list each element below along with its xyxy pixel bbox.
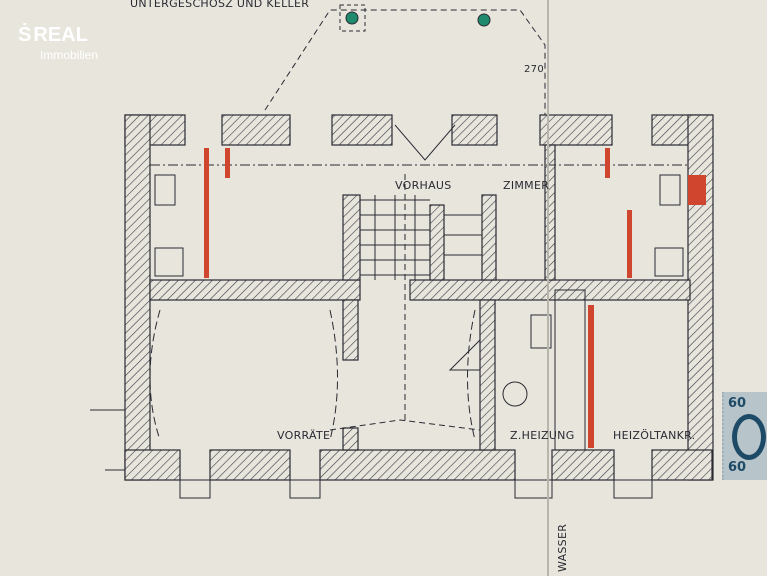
plan-title: UNTERGESCHOSZ UND KELLER — [130, 0, 310, 10]
green-markers — [339, 4, 491, 32]
stamp-value-bottom: 60 — [728, 460, 747, 475]
room-label-vorraete: VORRÄTE — [277, 429, 331, 442]
room-label-tank: HEIZÖLTANKR. — [613, 429, 696, 442]
logo-brand: REAL — [33, 24, 88, 46]
logo-sub: Immobilien — [40, 48, 99, 62]
room-label-heizung: Z.HEIZUNG — [510, 429, 575, 442]
walls — [124, 114, 714, 481]
drawing-lines — [90, 0, 688, 576]
stamp-seal — [732, 414, 766, 460]
dimension-label: 270 — [524, 64, 544, 75]
revenue-stamp: 60 60 — [722, 392, 767, 480]
red-markings — [204, 148, 706, 448]
room-label-vorhaus: VORHAUS — [395, 179, 452, 192]
sparkasse-mark: Ṡ — [18, 24, 32, 46]
wasser-label: WASSER — [556, 523, 569, 572]
room-label-zimmer: ZIMMER — [503, 179, 550, 192]
stamp-value-top: 60 — [728, 396, 747, 411]
